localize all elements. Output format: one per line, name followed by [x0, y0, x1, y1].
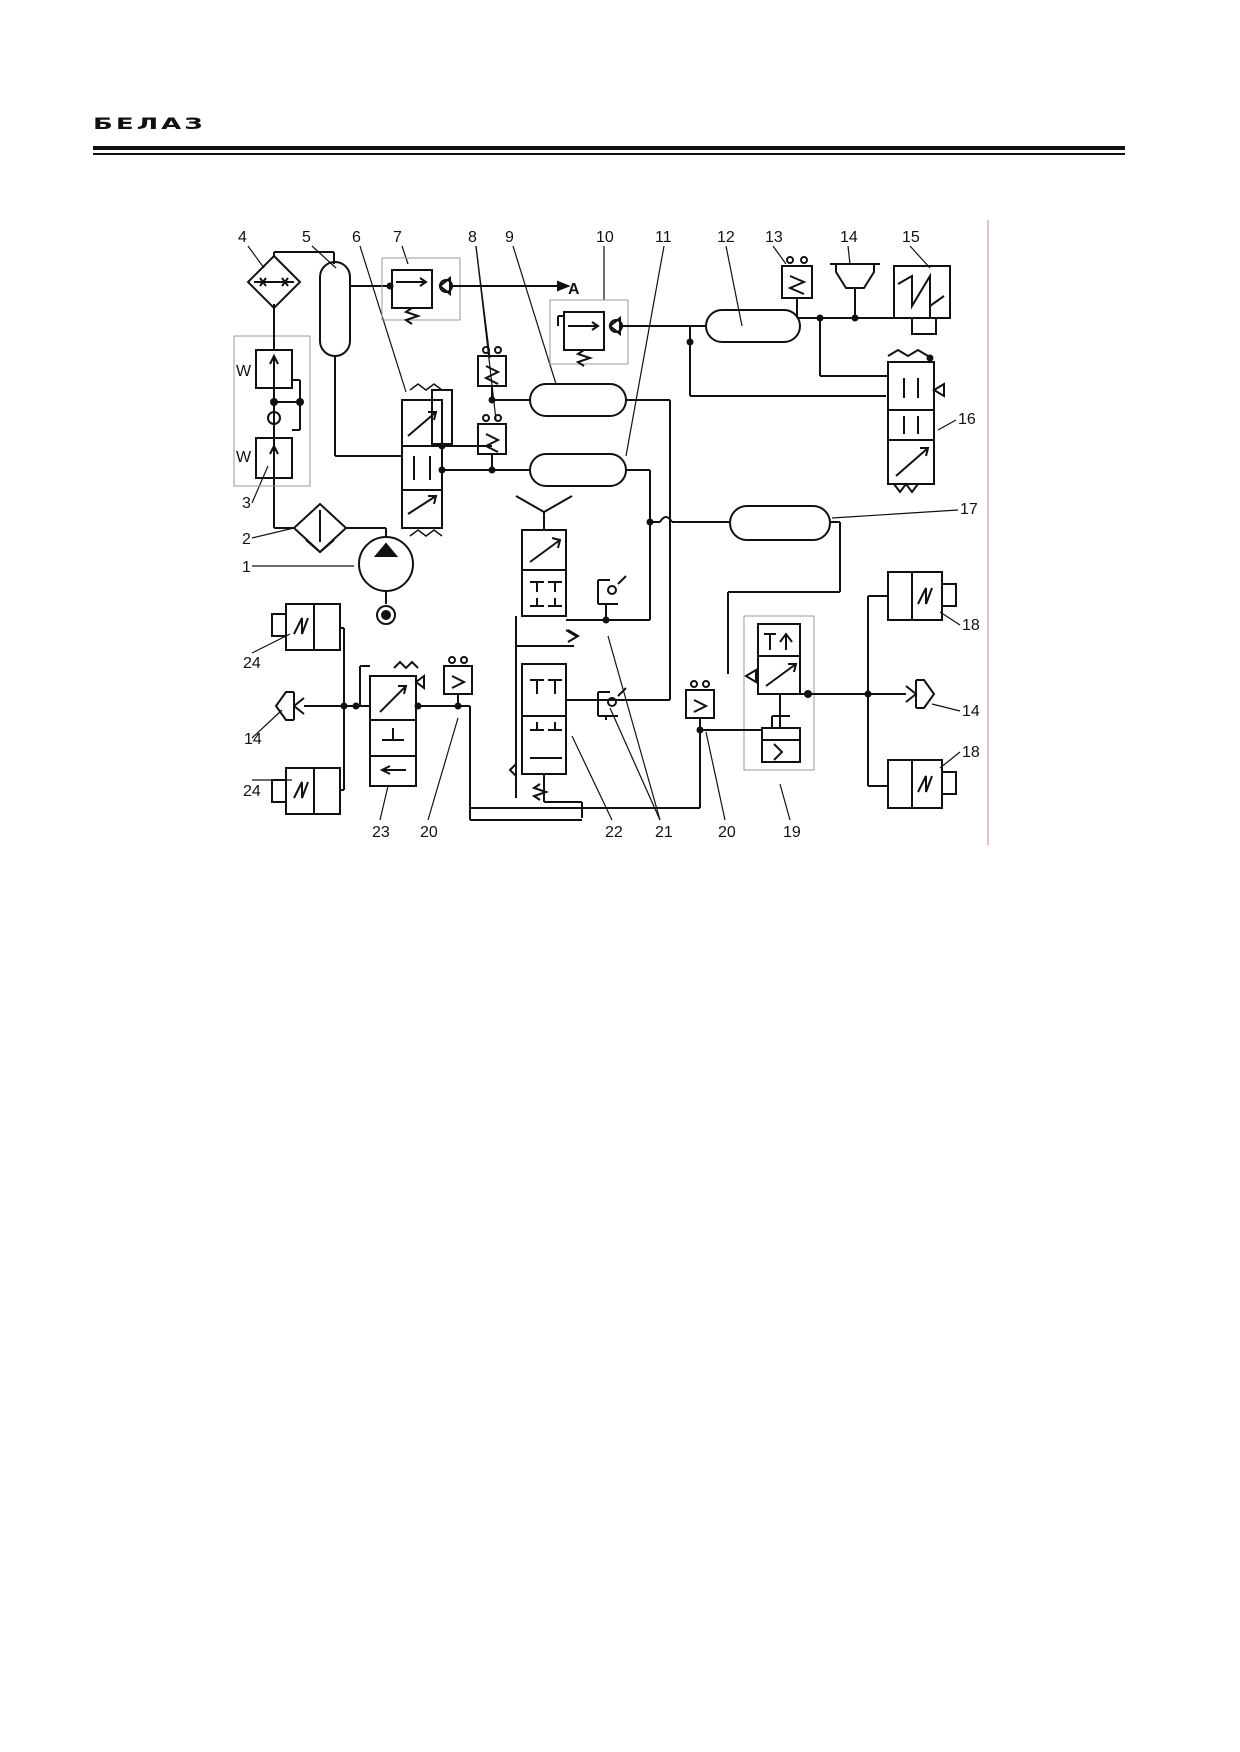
svg-text:W: W [236, 363, 252, 380]
valve-16 [887, 348, 945, 494]
callout-labels: 4 5 6 7 8 9 10 11 12 13 14 15 16 17 18 1… [238, 229, 980, 841]
callout-6: 6 [352, 229, 361, 246]
brake-chamber-18-lower [868, 759, 957, 809]
brake-receiver-11 [529, 453, 651, 620]
brake-valve-22 [508, 495, 670, 818]
brake-receiver-9 [529, 383, 671, 700]
callout-13: 13 [765, 229, 783, 246]
pressure-switch-20-right [470, 680, 715, 809]
callout-24-top: 24 [243, 655, 261, 672]
condensate-receiver [319, 261, 402, 457]
header-rule-thin [93, 153, 1125, 155]
callout-12: 12 [717, 229, 735, 246]
pressure-switch-20-left [418, 656, 582, 821]
stop-light-switch-21-upper [597, 575, 627, 624]
coupling-head-14-left [274, 691, 370, 721]
callout-24-bottom: 24 [243, 783, 261, 800]
relay-valve-19 [700, 615, 868, 771]
port-label-a: A [568, 281, 580, 298]
callout-23: 23 [372, 824, 390, 841]
coupling-head-14-top [830, 263, 880, 322]
brand-logo: БЕЛАЗ [93, 114, 206, 134]
brake-chamber-18-upper [864, 571, 957, 786]
callout-11: 11 [655, 229, 672, 246]
trailer-receiver-12 [686, 309, 886, 397]
header-rule-thick [93, 146, 1125, 150]
brake-chamber-24-lower [271, 767, 344, 815]
callout-14-left: 14 [244, 731, 262, 748]
pressure-switch-8-upper [477, 346, 530, 404]
callout-7: 7 [393, 229, 402, 246]
callout-2: 2 [242, 531, 251, 548]
stop-light-switch-21-lower [597, 687, 627, 720]
pressure-switch-8-lower [477, 414, 507, 474]
callout-14-right: 14 [962, 703, 980, 720]
callout-20-right: 20 [718, 824, 736, 841]
callout-19: 19 [783, 824, 801, 841]
compressor [346, 527, 414, 625]
spring-brake-chamber-15 [816, 265, 951, 377]
callout-1: 1 [242, 559, 251, 576]
callout-15: 15 [902, 229, 920, 246]
leader-lines [247, 245, 961, 821]
coupling-head-14-right [868, 679, 936, 709]
svg-text:W: W [236, 449, 252, 466]
safety-valve-10 [549, 299, 690, 367]
callout-3: 3 [242, 495, 251, 512]
callout-22: 22 [605, 824, 623, 841]
callout-20-left: 20 [420, 824, 438, 841]
receiver-17 [646, 505, 841, 674]
callout-5: 5 [302, 229, 311, 246]
callout-14-top: 14 [840, 229, 858, 246]
callout-4: 4 [238, 229, 247, 246]
callout-17: 17 [960, 501, 978, 518]
callout-18-top: 18 [962, 617, 980, 634]
callout-16: 16 [958, 411, 976, 428]
callout-8: 8 [468, 229, 477, 246]
parking-valve-23 [359, 660, 425, 787]
protection-valve-block-6 [401, 383, 530, 537]
callout-18-bottom: 18 [962, 744, 980, 761]
callout-9: 9 [505, 229, 514, 246]
pressure-regulator-group: W W [233, 304, 311, 487]
brake-chamber-24-upper [271, 603, 345, 790]
callout-21: 21 [655, 824, 673, 841]
callout-10: 10 [596, 229, 614, 246]
moisture-separator [246, 251, 335, 310]
safety-valve-7 [381, 257, 571, 325]
